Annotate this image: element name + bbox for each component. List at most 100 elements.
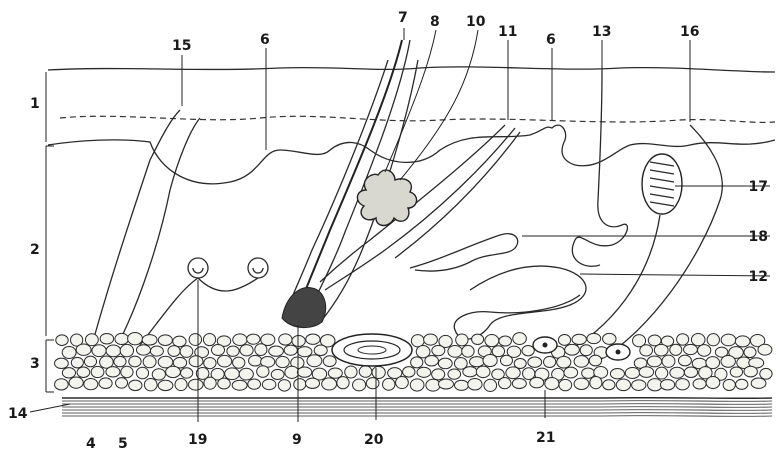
fat-cell [707,334,719,346]
fascia-fiber-line [62,398,772,399]
fat-cell [678,355,691,366]
fat-cell [580,345,592,356]
fat-cell [403,367,415,377]
fat-cell [233,334,247,346]
fat-cell [484,379,497,391]
fat-cell [760,368,772,379]
fat-cell [693,379,706,389]
fat-cell [211,345,224,356]
fat-cell [204,377,216,389]
fat-cell [249,355,262,366]
fat-cell [751,378,766,388]
fat-cell [572,334,586,344]
fascia-fiber-line [62,416,772,417]
fat-cell [655,367,667,379]
fat-cell [129,356,141,367]
fat-cell [472,334,484,344]
vessel-1-dot [543,343,548,348]
fat-cell [297,347,312,357]
fascia-fiber-line [62,404,772,405]
fat-cell [76,344,91,355]
label-9: 9 [292,432,302,448]
fat-cell [257,366,269,378]
fat-cell [616,379,630,391]
label-8: 8 [430,14,440,30]
fat-cell [345,366,357,378]
layer-bracket-2 [46,146,54,336]
fat-cell [564,367,578,378]
fat-cell [158,380,173,390]
label-2: 2 [30,242,40,258]
fat-cell [470,357,485,367]
fat-cell [670,367,684,378]
fat-cell [269,346,284,356]
sweat-duct-13 [572,70,627,266]
fat-cell [448,369,461,379]
fat-cell [610,369,624,379]
fat-cell [248,379,261,389]
fat-cell [454,380,468,390]
fat-cell [396,377,409,389]
fat-cell [662,355,675,367]
label-5: 5 [118,436,128,452]
fat-cell [92,345,106,357]
fat-cell [432,345,445,355]
label-18: 18 [749,229,768,245]
fat-cell [476,366,490,378]
fat-cell [448,346,462,358]
label-3: 3 [30,356,40,372]
fat-cell [106,345,121,357]
fat-cell [530,377,544,387]
fat-cell [603,380,615,390]
fat-cell [181,368,193,378]
subcutaneous-fat-layer [55,332,773,391]
fat-cell [233,357,245,368]
fat-cell [56,335,68,346]
fat-cell [432,369,445,380]
fat-cell [587,333,601,343]
fat-cell [424,334,438,345]
fat-cell [698,345,711,357]
fat-cell [337,377,349,389]
fat-cell [84,356,96,367]
label-16: 16 [680,24,699,40]
fat-cell [143,356,156,368]
fat-cell [306,334,320,344]
fat-cell [425,355,439,366]
fat-cell [240,345,253,356]
fat-cell [463,367,477,377]
fat-cell [410,379,424,391]
fat-cell [189,334,201,346]
fat-cell [120,344,133,356]
label-1: 1 [30,96,40,112]
label-12: 12 [749,269,768,285]
fat-cell [121,366,133,377]
fat-cell [632,380,646,391]
fat-cell [62,346,76,358]
fat-cell [676,379,690,390]
fat-cell [292,335,305,346]
fat-cell [640,345,653,356]
fat-cell [544,356,556,367]
fat-cell [522,345,534,355]
fat-cell [411,335,424,347]
fat-cell [189,356,203,367]
fat-cell [99,378,112,389]
fat-cell [647,356,661,367]
fat-cell [180,346,193,358]
label-4: 4 [86,436,96,452]
fat-cell [278,380,290,392]
nerve-ending-spiral-2 [248,258,268,278]
fat-cell [590,376,602,388]
fat-cell [84,378,98,389]
fat-cell [456,334,468,346]
fat-cell [721,334,736,346]
fat-cell [285,366,299,378]
label-17: 17 [749,179,768,195]
fat-cell [565,344,580,355]
fat-cell [744,347,756,358]
nerve-ending-spiral-1 [188,258,208,278]
fat-cell [426,379,440,391]
skin-surface [48,67,775,72]
